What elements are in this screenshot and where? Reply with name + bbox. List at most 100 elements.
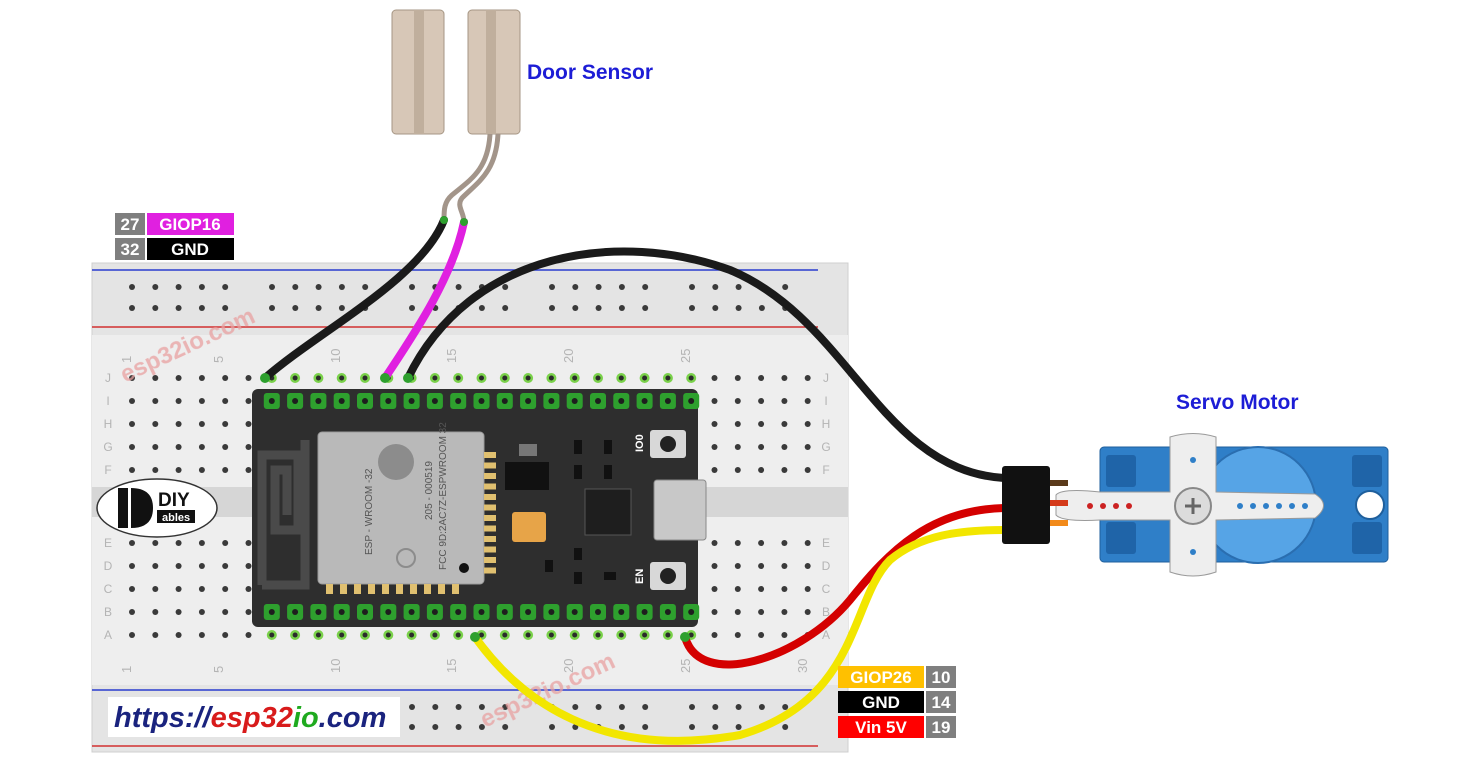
rail-hole [549,724,555,730]
io0-label: IO0 [634,434,646,452]
terminal-hole [245,586,252,592]
terminal-hole [734,540,741,546]
terminal-hole [245,609,252,615]
terminal-hole [175,632,182,638]
terminal-hole [175,398,182,404]
castellated-pin [484,515,496,521]
module-text-2: 205 - 000519 [424,461,435,520]
wroom-module-text: ESP - WROOM -32 205 - 000519 FCC 9D:2AC7… [364,422,449,570]
servo-connector [1002,466,1050,544]
terminal-hole [222,586,229,592]
terminal-hole [245,421,252,427]
terminal-hole [198,421,205,427]
wire-endpoints [260,216,690,642]
castellated-pin [484,473,496,479]
terminal-hole [129,563,135,569]
terminal-hole [781,586,788,592]
col-num-1b: 1 [119,666,134,673]
terminal-hole [804,586,811,592]
row-letter: G [821,440,830,454]
terminal-hole [711,444,718,450]
castellated-pin [484,546,496,553]
pin-row-32: 32 [121,240,140,259]
castellated-pin [484,536,496,542]
terminal-hole [758,398,765,404]
terminal-hole [198,467,205,473]
rail-hole [129,284,135,290]
rail-hole [292,284,299,290]
terminal-hole [152,632,159,638]
en-button-cap[interactable] [660,568,676,584]
terminal-hole [152,586,159,592]
pin-name-gnd-right: GND [862,693,900,712]
rail-hole [409,284,415,290]
terminal-hole [711,632,718,638]
terminal-hole [152,467,159,473]
usb-uart-chip [584,488,632,536]
terminal-hole [222,632,229,638]
castellated-pin [484,483,496,490]
rail-hole [618,724,625,730]
terminal-hole [781,540,788,546]
servo-motor-label: Servo Motor [1176,391,1299,414]
row-letter: G [103,440,112,454]
col-num-20: 20 [561,349,576,363]
row-letter: A [822,628,830,642]
rail-hole [152,284,159,290]
io0-button-cap[interactable] [660,436,676,452]
row-letter: H [104,417,113,431]
en-label: EN [634,569,646,584]
row-letter: D [822,559,831,573]
rail-hole [642,704,649,710]
rail-hole [689,305,695,311]
smd-components [545,440,616,584]
col-num-10: 10 [328,349,343,363]
pin-row-27: 27 [121,215,140,234]
terminal-hole [152,444,159,450]
rail-hole [735,724,742,730]
rail-hole [409,704,415,710]
terminal-hole [734,586,741,592]
wires [260,216,1008,745]
rail-hole [152,305,159,311]
rail-hole [338,305,345,311]
castellated-pin [326,584,333,594]
terminal-hole [245,467,252,473]
esp32-board: ESP - WROOM -32 205 - 000519 FCC 9D:2AC7… [252,389,707,627]
terminal-hole [804,563,811,569]
row-letter: B [104,605,112,619]
row-letter: B [822,605,830,619]
rail-hole [735,305,742,311]
terminal-hole [129,398,135,404]
terminal-hole [175,586,182,592]
col-num-5b: 5 [211,666,226,673]
terminal-hole [734,609,741,615]
terminal-hole [711,540,718,546]
terminal-hole [245,398,252,404]
micro-usb-port[interactable] [653,479,707,541]
row-letter: E [822,536,830,550]
wire-servo-gnd [404,247,1008,482]
rail-hole [502,704,509,710]
terminal-hole [711,421,718,427]
terminal-hole [711,563,718,569]
terminal-hole [781,467,788,473]
terminal-hole [711,609,718,615]
terminal-hole [152,375,159,381]
terminal-hole [129,421,135,427]
door-sensor [391,9,521,223]
rail-hole [782,724,789,730]
terminal-hole [804,421,811,427]
rail-hole [735,284,742,290]
rail-hole [595,284,602,290]
rail-hole [198,284,205,290]
castellated-pin [438,584,445,594]
url-part-com: .com [319,702,387,734]
rail-hole [595,305,602,311]
terminal-hole [198,398,205,404]
terminal-hole [245,444,252,450]
castellated-pin [484,494,496,500]
terminal-hole [804,444,811,450]
row-letter: A [104,628,112,642]
